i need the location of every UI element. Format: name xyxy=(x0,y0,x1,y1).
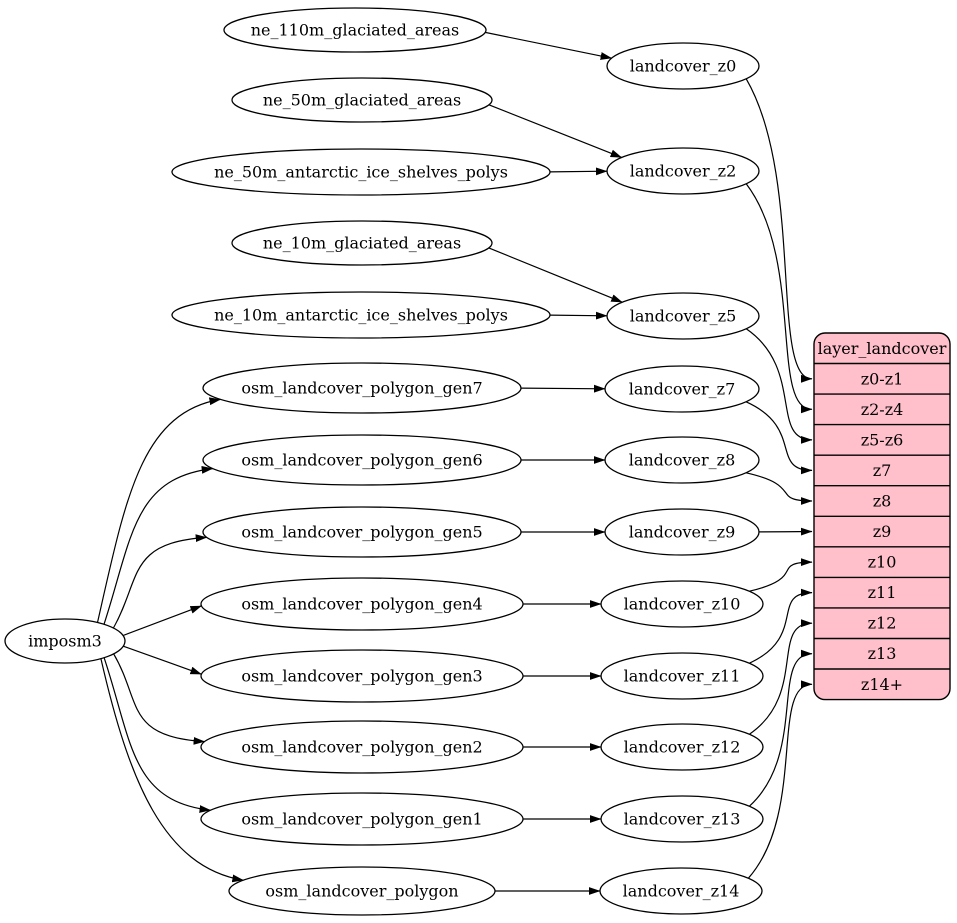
record-row-z0-z1: z0-z1 xyxy=(861,369,904,388)
node-ne_50m_antarctic_ice_shelves_polys: ne_50m_antarctic_ice_shelves_polys xyxy=(171,148,551,196)
node-landcover_z5-label: landcover_z5 xyxy=(630,307,737,326)
node-imposm3: imposm3 xyxy=(4,618,126,664)
record-row-z11: z11 xyxy=(868,583,897,602)
node-osm_landcover_polygon-label: osm_landcover_polygon xyxy=(265,882,458,901)
record-row-z7: z7 xyxy=(873,461,892,480)
node-ne_10m_antarctic_ice_shelves_polys: ne_10m_antarctic_ice_shelves_polys xyxy=(171,291,551,339)
node-ne_50m_glaciated_areas-shape xyxy=(231,77,493,123)
record-row-z13: z13 xyxy=(868,644,897,663)
node-landcover_z9: landcover_z9 xyxy=(604,508,760,556)
edge-landcover_z5-to-z5-z6 xyxy=(745,328,813,444)
record-layer-landcover: layer_landcover z0-z1 z2-z4 z5-z6 z7 z8 z9 z10 z… xyxy=(813,332,951,701)
node-osm_landcover_polygon_gen7: osm_landcover_polygon_gen7 xyxy=(202,362,522,414)
record-row-z2-z4: z2-z4 xyxy=(861,400,904,419)
edge-landcover_z11-to-z11 xyxy=(749,588,813,664)
node-osm_landcover_polygon_gen7-label: osm_landcover_polygon_gen7 xyxy=(241,379,482,398)
edge-ne_10m_glaciated_areas-to-landcover_z5 xyxy=(488,247,623,303)
edge-imposm3-to-osm_landcover_polygon xyxy=(100,658,244,883)
node-landcover_z0-shape xyxy=(606,42,760,90)
node-landcover_z11-label: landcover_z11 xyxy=(624,667,741,686)
node-osm_landcover_polygon_gen1-label: osm_landcover_polygon_gen1 xyxy=(241,810,482,829)
node-landcover_z9-label: landcover_z9 xyxy=(629,523,736,542)
edge-imposm3-to-osm_landcover_polygon_gen4 xyxy=(122,605,202,637)
edge-landcover_z0-to-z0-z1 xyxy=(745,78,813,383)
node-osm_landcover_polygon_gen2-label: osm_landcover_polygon_gen2 xyxy=(241,738,482,757)
edge-imposm3-to-osm_landcover_polygon_gen5 xyxy=(112,534,208,629)
node-landcover_z2: landcover_z2 xyxy=(606,147,760,195)
node-osm_landcover_polygon: osm_landcover_polygon xyxy=(228,866,496,916)
edge-ne_110m_glaciated_areas-to-landcover_z0 xyxy=(485,31,613,60)
node-landcover_z0: landcover_z0 xyxy=(606,42,760,90)
node-ne_10m_glaciated_areas: ne_10m_glaciated_areas xyxy=(231,220,493,266)
record-row-z8: z8 xyxy=(873,492,892,511)
edge-landcover_z2-to-z2-z4 xyxy=(745,183,813,414)
node-imposm3-shape xyxy=(4,618,126,664)
edge-landcover_z10-to-z10 xyxy=(749,558,813,592)
node-osm_landcover_polygon_gen6-label: osm_landcover_polygon_gen6 xyxy=(241,451,482,470)
node-landcover_z11: landcover_z11 xyxy=(600,652,764,700)
node-ne_10m_glaciated_areas-label: ne_10m_glaciated_areas xyxy=(263,234,461,253)
node-landcover_z8: landcover_z8 xyxy=(604,436,760,484)
record-row-z12: z12 xyxy=(868,614,897,633)
node-osm_landcover_polygon_gen5: osm_landcover_polygon_gen5 xyxy=(202,506,522,558)
edge-imposm3-to-osm_landcover_polygon_gen7 xyxy=(96,397,221,623)
edge-landcover_z13-to-z13 xyxy=(748,649,813,807)
node-landcover_z13: landcover_z13 xyxy=(600,795,764,843)
record-row-z5-z6: z5-z6 xyxy=(861,430,904,449)
edge-osm_landcover_polygon_gen7-to-landcover_z7 xyxy=(520,384,606,393)
edge-landcover_z12-to-z12 xyxy=(749,619,813,735)
node-osm_landcover_polygon_gen3: osm_landcover_polygon_gen3 xyxy=(200,649,524,703)
node-osm_landcover_polygon_gen7-shape xyxy=(202,362,522,414)
node-landcover_z14-label: landcover_z14 xyxy=(623,882,740,901)
edge-imposm3-to-osm_landcover_polygon_gen2 xyxy=(113,653,206,745)
node-osm_landcover_polygon_gen4: osm_landcover_polygon_gen4 xyxy=(200,577,524,631)
node-osm_landcover_polygon_gen4-label: osm_landcover_polygon_gen4 xyxy=(241,595,482,614)
node-landcover_z12-label: landcover_z12 xyxy=(624,738,741,757)
edge-imposm3-to-osm_landcover_polygon_gen3 xyxy=(123,645,202,675)
edge-ne_10m_antarctic_ice_shelves_polys-to-landcover_z5 xyxy=(549,311,608,320)
node-osm_landcover_polygon_gen5-label: osm_landcover_polygon_gen5 xyxy=(241,523,482,542)
node-landcover_z13-label: landcover_z13 xyxy=(624,810,741,829)
node-ne_50m_glaciated_areas: ne_50m_glaciated_areas xyxy=(231,77,493,123)
node-osm_landcover_polygon_gen2: osm_landcover_polygon_gen2 xyxy=(200,720,524,774)
edge-imposm3-to-osm_landcover_polygon_gen1 xyxy=(103,657,211,813)
edge-ne_50m_antarctic_ice_shelves_polys-to-landcover_z2 xyxy=(549,167,608,176)
node-landcover_z0-label: landcover_z0 xyxy=(630,57,737,76)
node-ne_110m_glaciated_areas-shape xyxy=(223,7,487,53)
node-ne_10m_antarctic_ice_shelves_polys-shape xyxy=(171,291,551,339)
node-landcover_z2-label: landcover_z2 xyxy=(630,162,737,181)
node-ne_50m_glaciated_areas-label: ne_50m_glaciated_areas xyxy=(263,91,461,110)
node-ne_10m_glaciated_areas-shape xyxy=(231,220,493,266)
node-landcover_z7-label: landcover_z7 xyxy=(629,380,736,399)
node-ne_110m_glaciated_areas-label: ne_110m_glaciated_areas xyxy=(251,21,460,40)
node-landcover_z8-label: landcover_z8 xyxy=(629,451,736,470)
node-imposm3-label: imposm3 xyxy=(28,632,102,651)
node-landcover_z10-label: landcover_z10 xyxy=(624,595,741,614)
edge-imposm3-to-osm_landcover_polygon_gen6 xyxy=(103,466,214,625)
record-title: layer_landcover xyxy=(818,339,947,358)
edge-landcover_z14-to-z14+ xyxy=(747,680,813,879)
node-ne_50m_antarctic_ice_shelves_polys-shape xyxy=(171,148,551,196)
record-row-z9: z9 xyxy=(873,522,892,541)
edge-ne_50m_glaciated_areas-to-landcover_z2 xyxy=(488,104,623,158)
edge-landcover_z7-to-z7 xyxy=(745,401,813,475)
node-osm_landcover_polygon_gen3-label: osm_landcover_polygon_gen3 xyxy=(241,667,482,686)
node-osm_landcover_polygon_gen1: osm_landcover_polygon_gen1 xyxy=(200,792,524,846)
node-landcover_z14: landcover_z14 xyxy=(599,867,763,915)
record-row-z14+: z14+ xyxy=(861,675,903,694)
node-osm_landcover_polygon_gen6: osm_landcover_polygon_gen6 xyxy=(202,434,522,486)
record-row-z10: z10 xyxy=(868,553,897,572)
node-ne_50m_antarctic_ice_shelves_polys-label: ne_50m_antarctic_ice_shelves_polys xyxy=(214,163,508,182)
node-ne_10m_antarctic_ice_shelves_polys-label: ne_10m_antarctic_ice_shelves_polys xyxy=(214,306,508,325)
node-landcover_z5: landcover_z5 xyxy=(606,292,760,340)
node-ne_110m_glaciated_areas: ne_110m_glaciated_areas xyxy=(223,7,487,53)
node-landcover_z10: landcover_z10 xyxy=(600,580,764,628)
node-landcover_z7: landcover_z7 xyxy=(604,365,760,413)
edge-landcover_z8-to-z8 xyxy=(745,472,813,505)
node-landcover_z12: landcover_z12 xyxy=(600,723,764,771)
